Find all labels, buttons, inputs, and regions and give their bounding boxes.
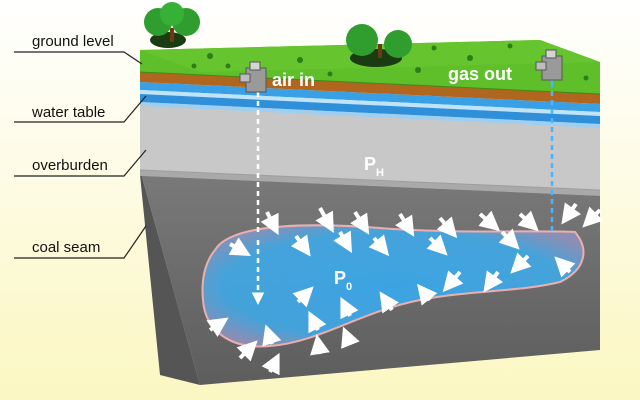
p-0-main: P	[334, 268, 346, 288]
gas-out-label: gas out	[448, 64, 512, 84]
tree-icon	[346, 24, 412, 67]
arrow-icon	[554, 256, 576, 278]
arrow-icon	[478, 210, 501, 232]
arrow-icon	[341, 326, 360, 349]
air-in-label: air in	[272, 70, 315, 90]
arrow-icon	[426, 234, 448, 256]
arrow-icon	[436, 216, 458, 239]
arrow-icon	[395, 212, 415, 237]
arrow-icon	[379, 291, 399, 314]
inflow-arrows	[206, 202, 604, 376]
ground-level-label: ground level	[32, 33, 114, 50]
leader-lines	[14, 51, 147, 259]
well-head-icon	[535, 49, 563, 81]
arrow-icon	[350, 210, 370, 235]
arrow-icon	[498, 228, 520, 250]
hydrostatic-pressure-symbol: P H	[364, 154, 384, 179]
air-injection-well	[251, 92, 279, 305]
arrow-icon	[206, 317, 229, 337]
arrow-icon	[261, 352, 280, 376]
arrow-icon	[290, 234, 311, 257]
arrow-icon	[308, 310, 327, 334]
coal-seam-label: coal seam	[32, 239, 100, 256]
water-table-layer	[140, 82, 600, 128]
tree-icon	[144, 2, 200, 48]
arrow-icon	[510, 252, 532, 274]
arrow-icon	[368, 234, 390, 257]
arrow-icon	[442, 270, 464, 293]
grass-tufts	[191, 43, 589, 81]
arrow-icon	[483, 270, 504, 293]
arrow-icon	[517, 210, 539, 232]
well-head-icon	[239, 61, 267, 93]
arrow-icon	[340, 296, 359, 320]
arrow-icon	[315, 207, 334, 233]
arrow-icon	[582, 206, 604, 228]
arrow-icon	[236, 340, 258, 362]
p-0-sub: 0	[346, 281, 352, 293]
arrow-icon	[292, 286, 314, 308]
arrow-icon	[228, 237, 251, 256]
arrow-icon	[333, 230, 352, 253]
arrow-icon	[417, 283, 438, 306]
arrow-icon	[310, 334, 330, 356]
arrow-icon	[561, 202, 582, 225]
overburden-label: overburden	[32, 157, 108, 174]
cavity-pressure-symbol: P 0	[334, 268, 352, 293]
p-h-sub: H	[376, 167, 384, 179]
p-h-main: P	[364, 154, 376, 174]
arrow-icon	[262, 324, 282, 347]
water-table-label: water table	[31, 104, 105, 121]
